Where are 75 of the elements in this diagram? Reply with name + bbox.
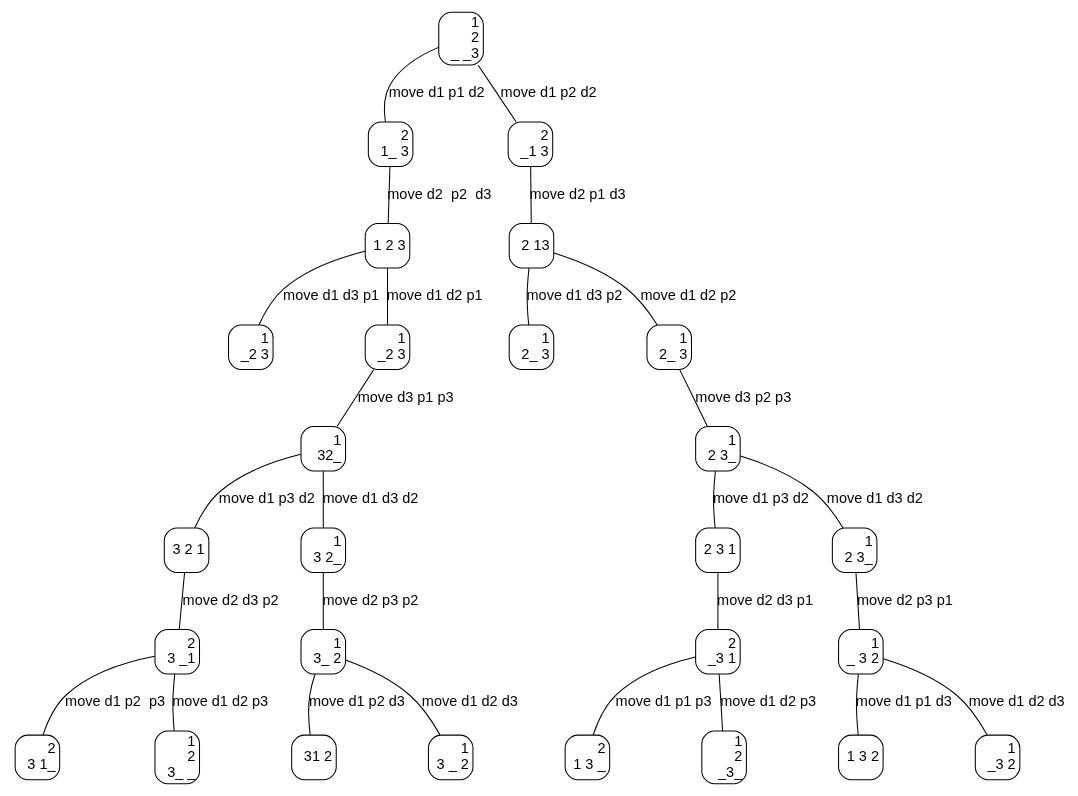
connector bbox=[193, 453, 301, 529]
edge-label: move d1 p2 d2 bbox=[500, 84, 597, 101]
edge-label: move d1 d2 d3 bbox=[421, 693, 518, 710]
edge-label: move d1 p3 d2 bbox=[218, 490, 315, 507]
node-box: 2 3 1 bbox=[694, 527, 741, 574]
connector bbox=[712, 470, 716, 529]
connector bbox=[854, 572, 860, 630]
node-box: 1 2_ 3 bbox=[645, 324, 692, 371]
edge-label: move d2 p1 d3 bbox=[529, 185, 626, 202]
node-box: 1 3_ 2 bbox=[300, 628, 346, 675]
edge-label: move d1 p2 p3 bbox=[64, 693, 165, 710]
connector bbox=[171, 673, 175, 732]
node-box: 2 _3 1 bbox=[694, 628, 741, 675]
node-box: 1 _ 3 2 bbox=[837, 628, 884, 675]
connector bbox=[307, 673, 315, 736]
node-box: 1 2 _3_ bbox=[700, 730, 747, 785]
edge-label: move d1 p1 p3 bbox=[615, 693, 711, 710]
connector bbox=[41, 655, 155, 736]
connector bbox=[592, 656, 696, 736]
edge-label: move d2 d3 p1 bbox=[716, 591, 813, 608]
node-box: 1 _3 2 bbox=[974, 734, 1020, 781]
node-box: 3 2 1 bbox=[163, 527, 209, 574]
node-box: 2 13 bbox=[508, 222, 554, 269]
edge-label: move d2 p2 d3 bbox=[386, 185, 491, 202]
edge-label: move d1 d2 p1 bbox=[386, 287, 483, 304]
connector bbox=[718, 673, 723, 732]
edge-label: move d1 d3 d2 bbox=[826, 490, 923, 507]
connector bbox=[855, 673, 859, 736]
node-box: 1 2 3_ bbox=[694, 425, 741, 472]
node-box: 2 _1 3 bbox=[507, 121, 553, 168]
connector bbox=[386, 267, 388, 326]
edge-label: move d3 p1 p3 bbox=[357, 388, 454, 405]
edge-label: move d1 p3 d2 bbox=[712, 490, 809, 507]
node-box: 1 2_ 3 bbox=[508, 324, 554, 371]
connector bbox=[344, 659, 440, 736]
connector bbox=[387, 166, 390, 224]
connector bbox=[336, 369, 374, 427]
connector bbox=[178, 572, 185, 630]
node-box: 1 2 3_ _ bbox=[153, 730, 200, 785]
connector bbox=[322, 572, 324, 630]
node-box: 2 1_ 3 bbox=[367, 121, 413, 168]
node-box: 2 3 _1 bbox=[153, 628, 200, 675]
connector bbox=[716, 572, 718, 630]
node-box: 2 1 3 _ bbox=[564, 734, 610, 781]
edge-label: move d1 d2 d3 bbox=[968, 693, 1065, 710]
node-box: 2 3 1_ bbox=[14, 734, 60, 781]
connector bbox=[322, 470, 324, 529]
node-box: 1 2 3_ bbox=[831, 527, 877, 574]
connector bbox=[526, 267, 529, 326]
node-box: 1 3 2_ bbox=[300, 527, 346, 574]
node-box: 31 2 bbox=[290, 734, 337, 781]
node-box: 1 _2 3 bbox=[227, 324, 274, 371]
connector bbox=[477, 64, 517, 123]
edge-label: move d1 d2 p3 bbox=[719, 693, 816, 710]
node-box: 1 _2 3 bbox=[364, 324, 410, 371]
edge-label: move d2 p3 p1 bbox=[856, 591, 953, 608]
node-box: 1 32_ bbox=[300, 425, 346, 472]
edge-label: move d2 d3 p2 bbox=[182, 591, 279, 608]
connector bbox=[882, 658, 988, 736]
edge-label: move d1 d3 p1 bbox=[282, 287, 379, 304]
node-box: 1 2 3 bbox=[364, 222, 410, 269]
connector bbox=[678, 369, 708, 427]
connector bbox=[258, 250, 366, 326]
connector bbox=[383, 46, 439, 123]
connector bbox=[739, 455, 844, 529]
edge-label: move d1 p1 d2 bbox=[388, 84, 485, 101]
edge-label: move d1 p2 d3 bbox=[308, 693, 405, 710]
edge-label: move d1 d2 p3 bbox=[171, 693, 268, 710]
node-box: 1 2 _ _3 bbox=[437, 11, 484, 66]
node-box: 1 3 _ 2 bbox=[427, 734, 473, 781]
connector bbox=[529, 166, 532, 224]
node-box: 1 3 2 bbox=[837, 734, 884, 781]
edge-label: move d3 p2 p3 bbox=[694, 388, 791, 405]
connector bbox=[553, 252, 658, 326]
edge-label: move d1 d2 p2 bbox=[639, 287, 736, 304]
